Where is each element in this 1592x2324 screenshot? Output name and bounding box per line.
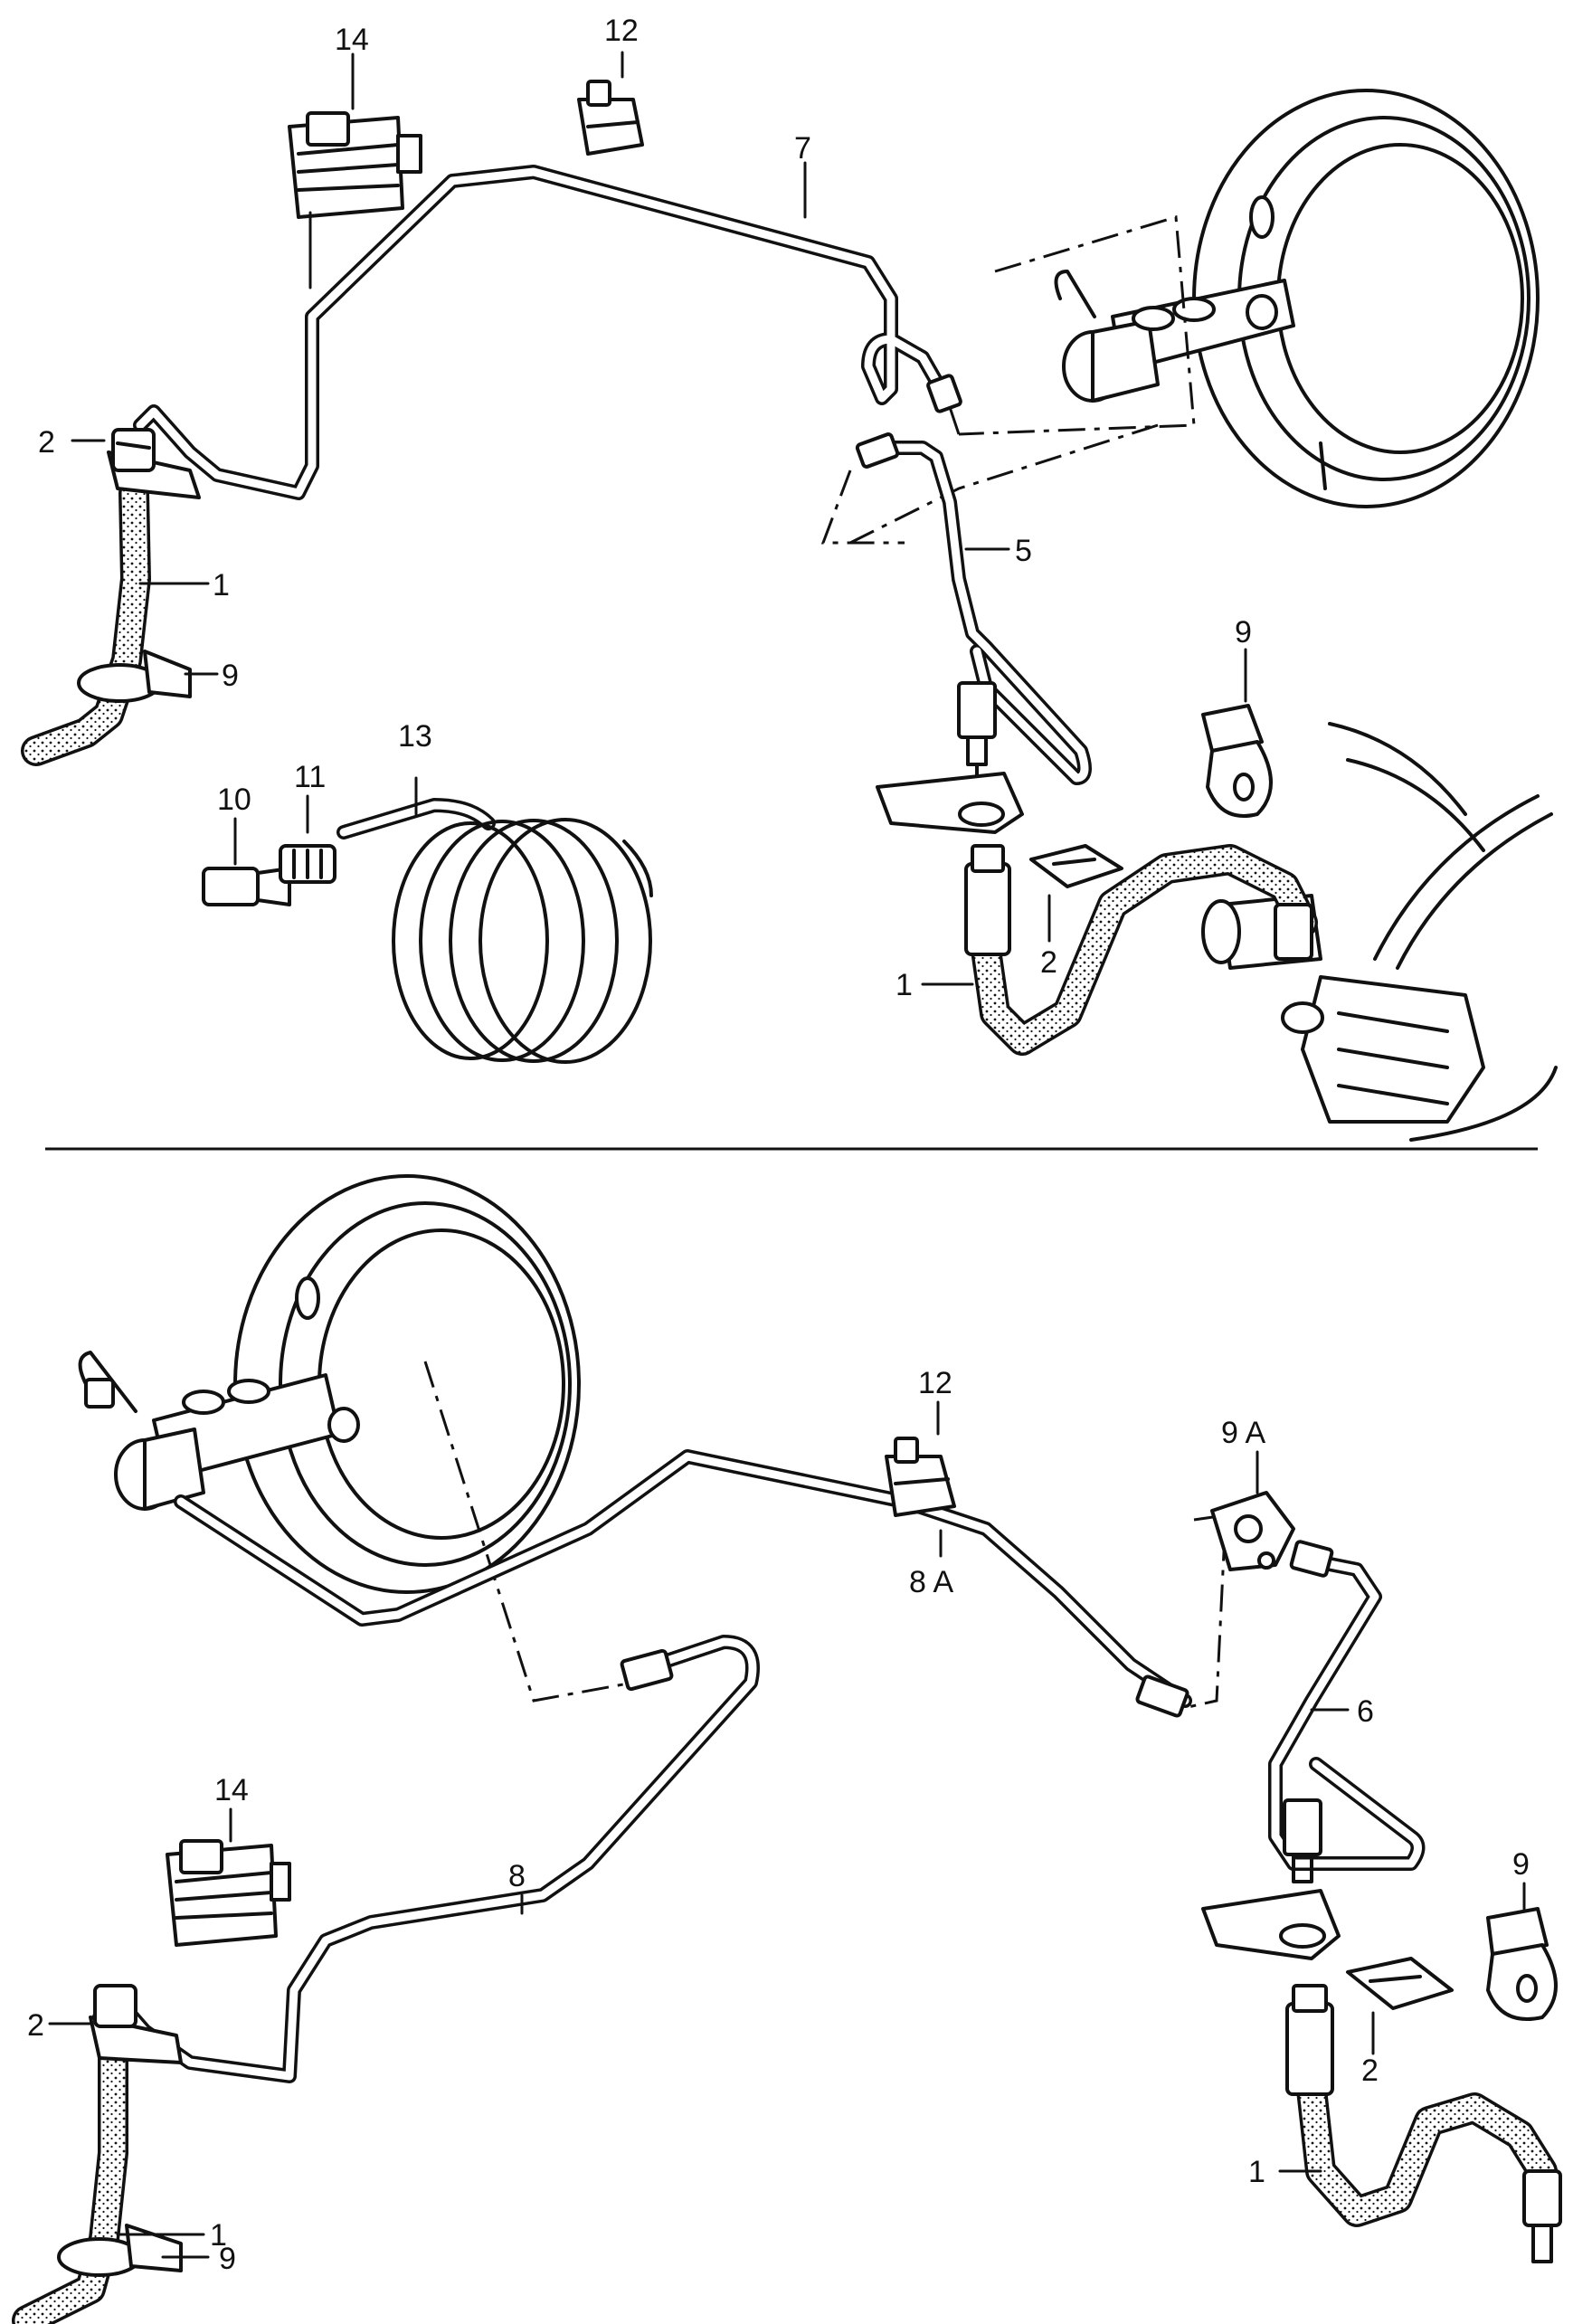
callout-2-left-top: 2 — [38, 425, 55, 460]
bracket-9-right-bottom — [1486, 1907, 1558, 2021]
callout-2-right-top: 2 — [1040, 945, 1057, 980]
wheel-caliper-top — [1201, 722, 1558, 1142]
pipe-coil-13 — [336, 798, 653, 1064]
callout-12-bottom: 12 — [918, 1366, 952, 1400]
callout-9-left-top: 9 — [222, 659, 239, 693]
callout-14-bottom: 14 — [214, 1773, 249, 1807]
callout-1-left-top: 1 — [213, 568, 230, 602]
pipe-union-left-bottom — [89, 1984, 183, 2064]
callout-14-top: 14 — [335, 23, 369, 57]
callout-6: 6 — [1357, 1694, 1374, 1729]
clip-12-top — [577, 80, 644, 156]
top-panel — [21, 51, 1558, 1142]
master-cylinder-top — [1054, 270, 1295, 403]
callout-8: 8 — [508, 1859, 526, 1893]
callout-1-right-bottom: 1 — [1248, 2155, 1265, 2189]
bracket-9-left-top — [77, 650, 192, 703]
callout-1-right-top: 1 — [896, 968, 913, 1002]
pipe-union-left-top — [107, 428, 201, 499]
callout-13: 13 — [398, 719, 432, 754]
bracket-9-right-top — [1201, 704, 1273, 818]
callout-2-right-bottom: 2 — [1361, 2054, 1379, 2088]
clip-14-top — [288, 111, 422, 219]
callout-8a: 8 A — [909, 1565, 953, 1599]
junction-9a — [1210, 1491, 1295, 1571]
clip-12-bottom — [885, 1437, 956, 1517]
bottom-panel — [12, 1174, 1562, 2324]
callout-labels: 14 12 7 2 1 9 5 9 13 10 11 2 1 12 9 A 8 … — [27, 14, 1530, 2276]
bracket-9-left-bottom — [57, 2224, 183, 2277]
callout-7: 7 — [794, 131, 811, 166]
fitting-11 — [279, 844, 336, 884]
callout-2-left-bottom: 2 — [27, 2008, 44, 2043]
callout-9-left-bottom: 9 — [219, 2242, 236, 2276]
callout-9a: 9 A — [1221, 1416, 1265, 1450]
callout-1-left-bottom: 1 — [210, 2218, 227, 2253]
callout-5: 5 — [1015, 534, 1032, 568]
fitting-10 — [202, 867, 291, 906]
callout-10: 10 — [217, 783, 251, 817]
callout-12-top: 12 — [604, 14, 639, 48]
clip-14-bottom — [166, 1839, 291, 1947]
master-cylinder-bottom — [78, 1351, 360, 1511]
callout-9-right-top: 9 — [1235, 615, 1252, 650]
callout-9-right-bottom: 9 — [1512, 1847, 1530, 1882]
callout-11: 11 — [294, 760, 326, 794]
